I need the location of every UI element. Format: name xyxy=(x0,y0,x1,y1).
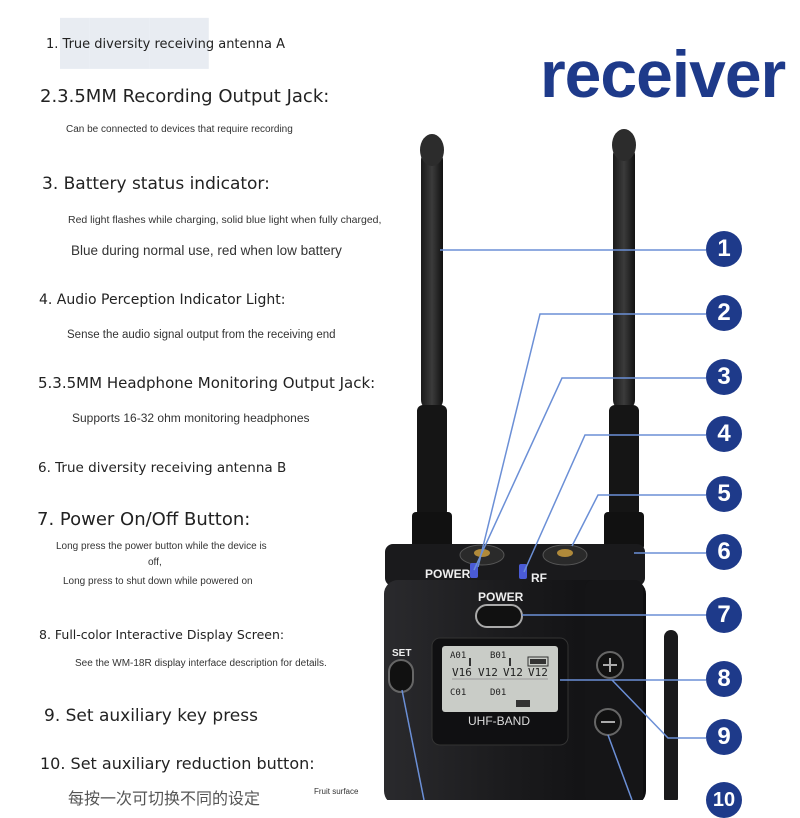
item-10-heading: 10. Set auxiliary reduction button: xyxy=(40,754,315,773)
screen-band-label: UHF-BAND xyxy=(468,714,530,728)
callout-7: 7 xyxy=(706,597,742,633)
item-4-desc: Sense the audio signal output from the r… xyxy=(67,329,336,341)
item-1-heading: 1. True diversity receiving antenna A xyxy=(46,37,286,52)
antenna-b xyxy=(604,129,644,550)
set-button xyxy=(388,659,414,693)
callout-9: 9 xyxy=(706,719,742,755)
item-6-heading: 6. True diversity receiving antenna B xyxy=(38,460,287,476)
screen-channel-c: C01 xyxy=(450,688,467,698)
screen-value-3: V12 xyxy=(503,666,523,679)
rf-indicator-label: RF xyxy=(531,571,547,585)
item-2-desc: Can be connected to devices that require… xyxy=(66,124,293,135)
item-3-desc-2: Blue during normal use, red when low bat… xyxy=(71,243,342,258)
callout-4: 4 xyxy=(706,416,742,452)
antenna-a xyxy=(412,134,452,550)
screen-channel-d: D01 xyxy=(490,688,507,698)
item-3-heading: 3. Battery status indicator: xyxy=(42,174,270,194)
set-button-label: SET xyxy=(392,648,412,659)
callout-2: 2 xyxy=(706,295,742,331)
power-button-label: POWER xyxy=(478,590,524,604)
item-4-heading: 4. Audio Perception Indicator Light: xyxy=(39,292,286,308)
device-top-cap xyxy=(385,544,645,586)
screen-channel-b: B01 xyxy=(490,651,507,661)
power-button xyxy=(475,604,523,628)
item-9-heading: 9. Set auxiliary key press xyxy=(44,706,258,726)
item-7-desc-2: off, xyxy=(148,557,162,568)
background-ghost-text: █████ xyxy=(60,18,209,65)
callout-1: 1 xyxy=(706,231,742,267)
item-5-desc: Supports 16-32 ohm monitoring headphones xyxy=(72,411,310,425)
belt-clip xyxy=(664,630,678,800)
screen-value-1: V16 xyxy=(452,666,472,679)
callout-leader-lines xyxy=(401,249,706,800)
receiver-device-illustration xyxy=(384,129,706,800)
item-2-heading: 2.3.5MM Recording Output Jack: xyxy=(40,86,330,107)
item-10-note: Fruit surface xyxy=(314,787,359,796)
power-indicator-label: POWER xyxy=(425,567,471,581)
callout-6: 6 xyxy=(706,534,742,570)
callout-5: 5 xyxy=(706,476,742,512)
screen-channel-a: A01 xyxy=(450,651,467,661)
callout-8: 8 xyxy=(706,661,742,697)
screen-value-2: V12 xyxy=(478,666,498,679)
page-title: receiver xyxy=(540,37,786,111)
item-3-desc-1: Red light flashes while charging, solid … xyxy=(68,214,382,226)
callout-3: 3 xyxy=(706,359,742,395)
item-8-desc: See the WM-18R display interface descrip… xyxy=(75,658,327,669)
callout-10: 10 xyxy=(706,782,742,818)
item-5-heading: 5.3.5MM Headphone Monitoring Output Jack… xyxy=(38,374,376,392)
item-7-heading: 7. Power On/Off Button: xyxy=(37,509,251,530)
screen-value-4: V12 xyxy=(528,666,548,679)
item-7-desc-3: Long press to shut down while powered on xyxy=(63,576,253,587)
item-8-heading: 8. Full-color Interactive Display Screen… xyxy=(39,627,285,642)
item-7-desc-1: Long press the power button while the de… xyxy=(56,541,267,552)
audio-indicator xyxy=(519,564,527,579)
